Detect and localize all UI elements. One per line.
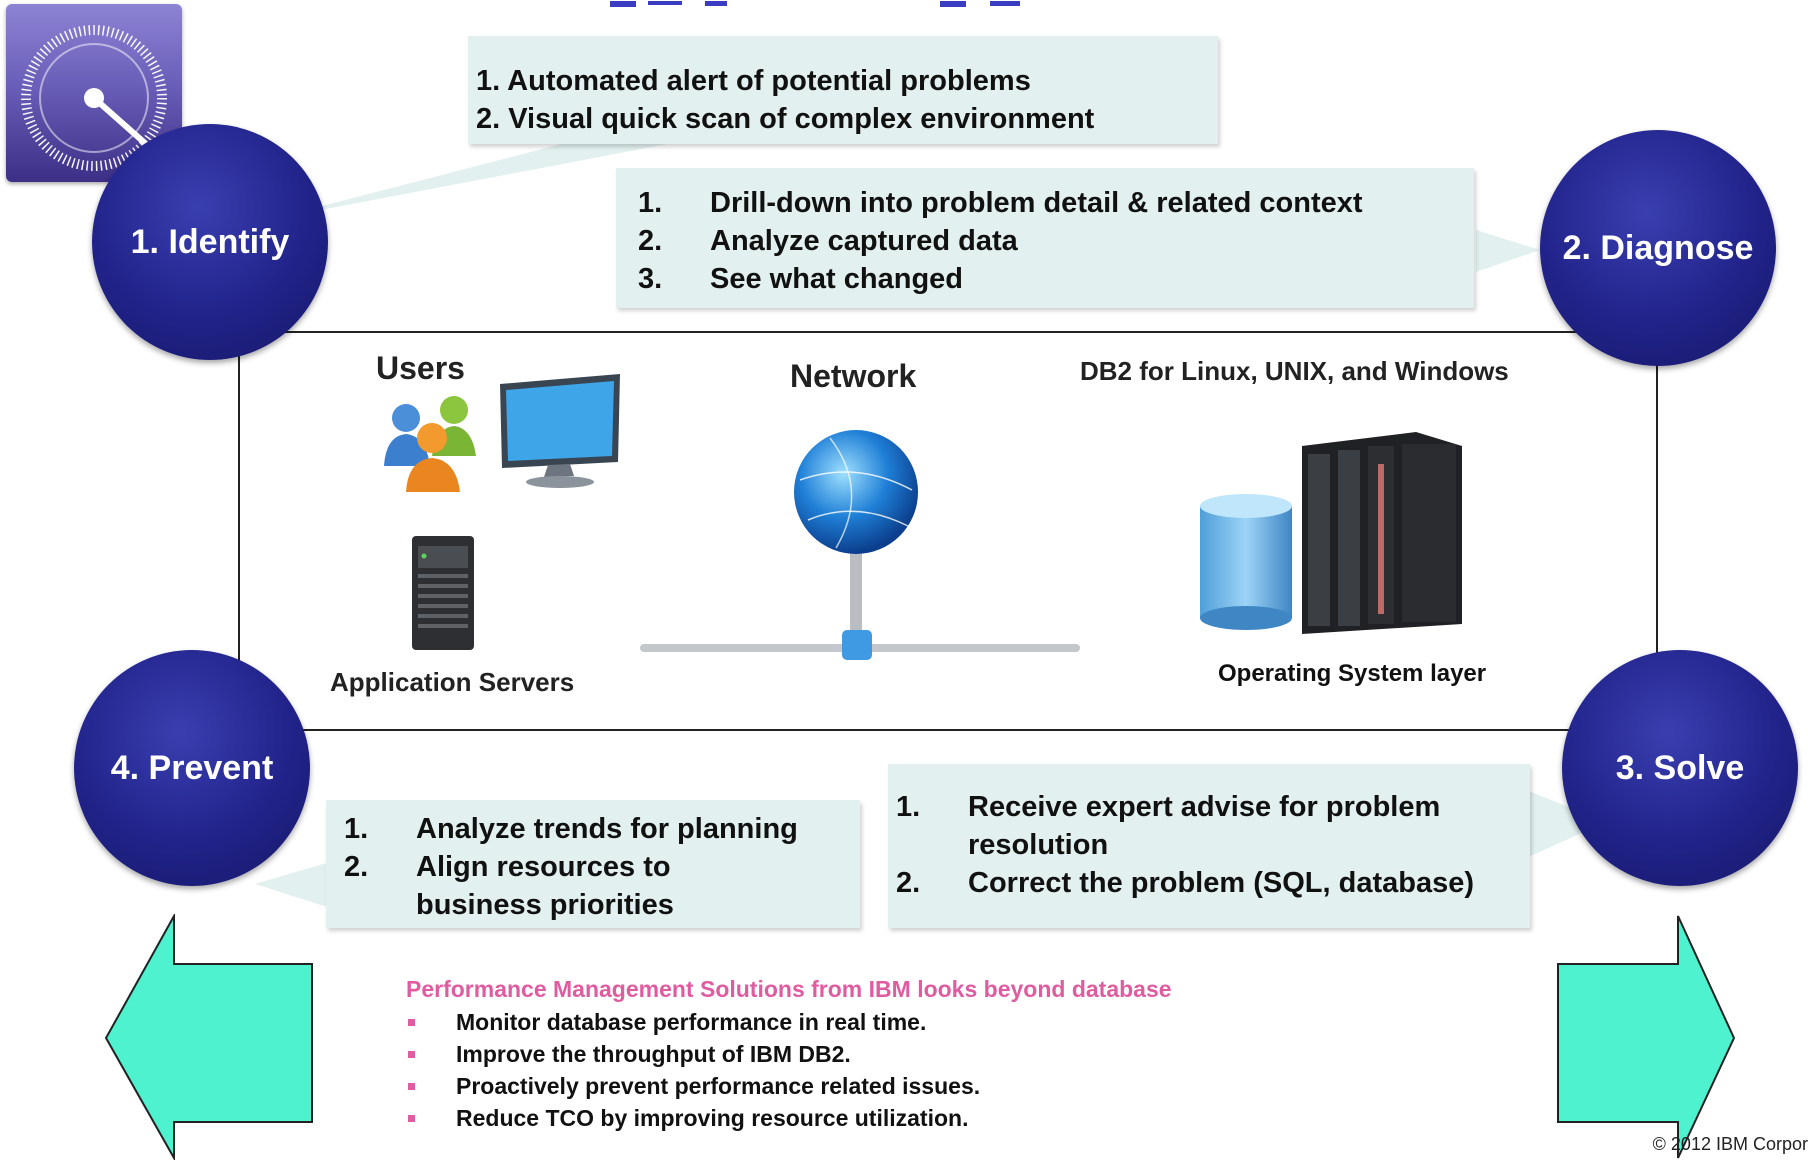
solutions-title: Performance Management Solutions from IB… [406, 976, 1172, 1002]
network-label: Network [790, 358, 917, 394]
diagnose-item: 1.Drill-down into problem detail & relat… [638, 187, 1363, 219]
list-item: Reduce TCO by improving resource utiliza… [406, 1102, 980, 1134]
bullet-square-icon [408, 1114, 415, 1122]
os-label: Operating System layer [1218, 660, 1487, 687]
solve-callout: 1.Receive expert advise for problem reso… [888, 764, 1530, 928]
prevent-circle: 4. Prevent [74, 650, 310, 886]
server-icon [408, 532, 480, 661]
solve-item: 1.Receive expert advise for problem reso… [896, 791, 1441, 861]
diagnose-item: 2.Analyze captured data [638, 225, 1018, 257]
left-arrow-icon [104, 912, 314, 1165]
bullet-square-icon [408, 1050, 415, 1058]
solve-item: 2.Correct the problem (SQL, database) [896, 867, 1474, 899]
solve-circle: 3. Solve [1562, 650, 1798, 886]
right-arrow-icon [1556, 914, 1736, 1165]
solutions-list: Monitor database performance in real tim… [406, 1006, 980, 1134]
prevent-item: 2.Align resources to business priorities [344, 851, 674, 921]
solve-label: 3. Solve [1615, 748, 1745, 787]
identify-item: 2. Visual quick scan of complex environm… [476, 103, 1095, 135]
list-item: Proactively prevent performance related … [406, 1070, 980, 1102]
diagnose-label: 2. Diagnose [1562, 228, 1754, 267]
prevent-label: 4. Prevent [110, 748, 274, 787]
globe-icon [640, 430, 1080, 671]
list-item: Monitor database performance in real tim… [406, 1006, 980, 1038]
identify-item: 1. Automated alert of potential problems [476, 65, 1031, 97]
prevent-callout: 1.Analyze trends for planning 2.Align re… [326, 800, 860, 928]
users-icon [376, 388, 486, 503]
bullet-square-icon [408, 1018, 415, 1026]
mainframe-icon [1296, 424, 1468, 649]
copyright: © 2012 IBM Corpor [1652, 1134, 1808, 1154]
identify-circle: 1. Identify [92, 124, 328, 360]
monitor-icon [496, 372, 626, 495]
diagnose-item: 3.See what changed [638, 263, 964, 295]
identify-label: 1. Identify [130, 222, 290, 261]
title-fragment [520, 0, 1220, 12]
diagnose-callout: 1.Drill-down into problem detail & relat… [616, 168, 1474, 308]
prevent-item: 1.Analyze trends for planning [344, 813, 798, 845]
app-servers-label: Application Servers [330, 667, 575, 697]
users-label: Users [376, 350, 465, 386]
list-item: Improve the throughput of IBM DB2. [406, 1038, 980, 1070]
identify-callout: 1. Automated alert of potential problems… [468, 36, 1218, 144]
database-cylinder-icon [1198, 492, 1294, 637]
diagnose-circle: 2. Diagnose [1540, 130, 1776, 366]
bullet-square-icon [408, 1082, 415, 1090]
db-label: DB2 for Linux, UNIX, and Windows [1080, 356, 1509, 386]
